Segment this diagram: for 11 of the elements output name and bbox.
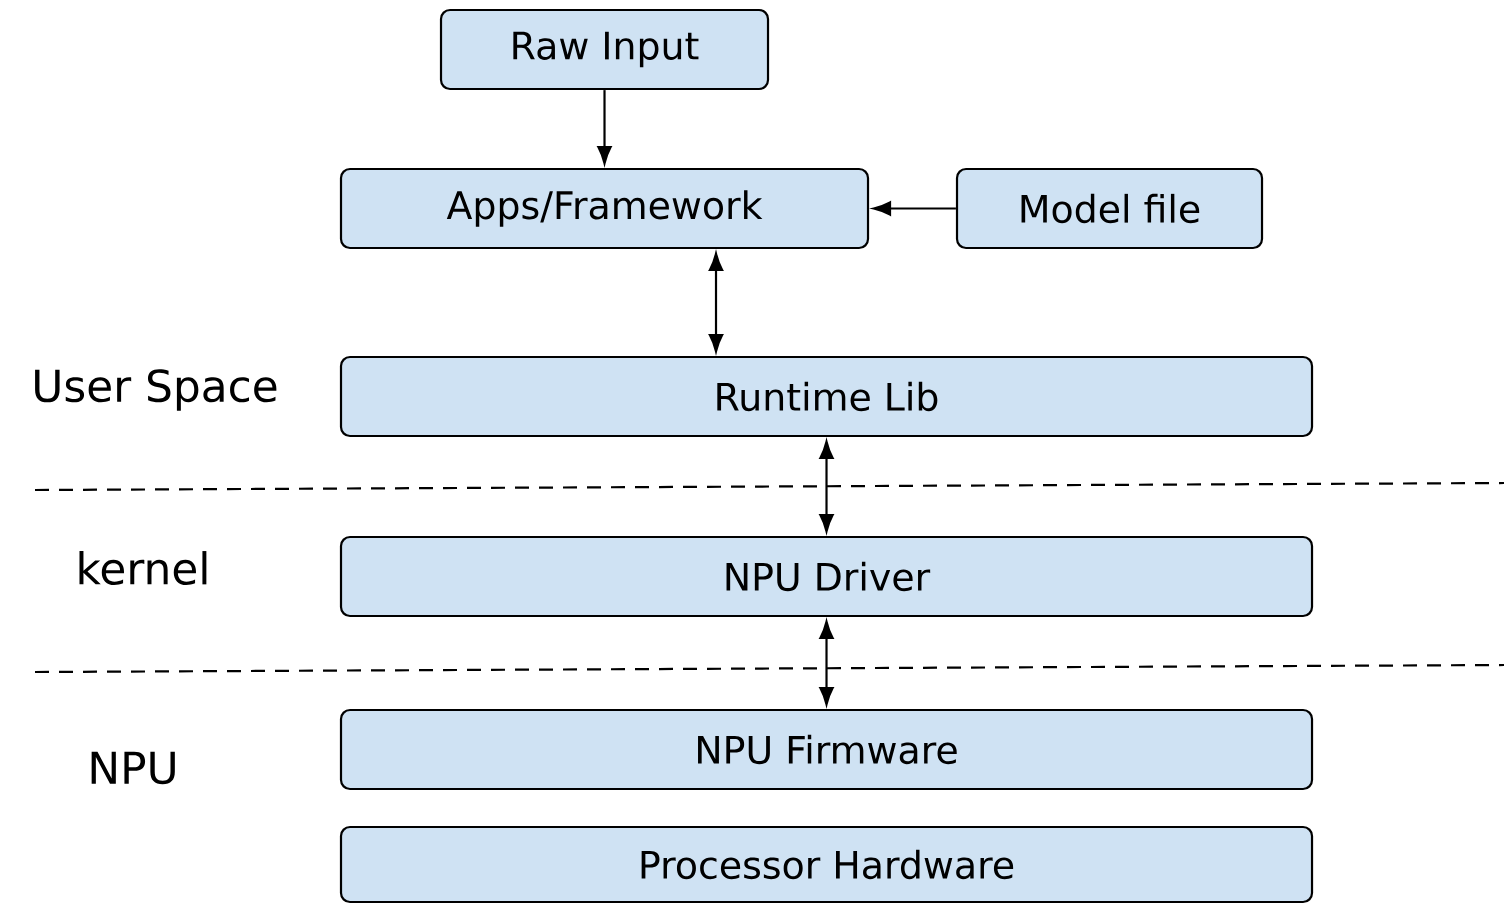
layer-label: kernel — [79, 551, 207, 585]
layer-box: Model file — [955, 167, 1264, 250]
layer-box: NPU Driver — [339, 535, 1314, 618]
layer-box: Processor Hardware — [339, 825, 1314, 904]
layer-box: Apps/Framework — [339, 167, 870, 250]
arrow — [708, 252, 724, 353]
layer-box: NPU Firmware — [339, 708, 1314, 791]
layer-label: User Space — [35, 369, 277, 411]
layer-box: Raw Input — [439, 8, 770, 91]
layer-label: NPU — [91, 751, 175, 785]
layer-box: Runtime Lib — [339, 355, 1314, 438]
